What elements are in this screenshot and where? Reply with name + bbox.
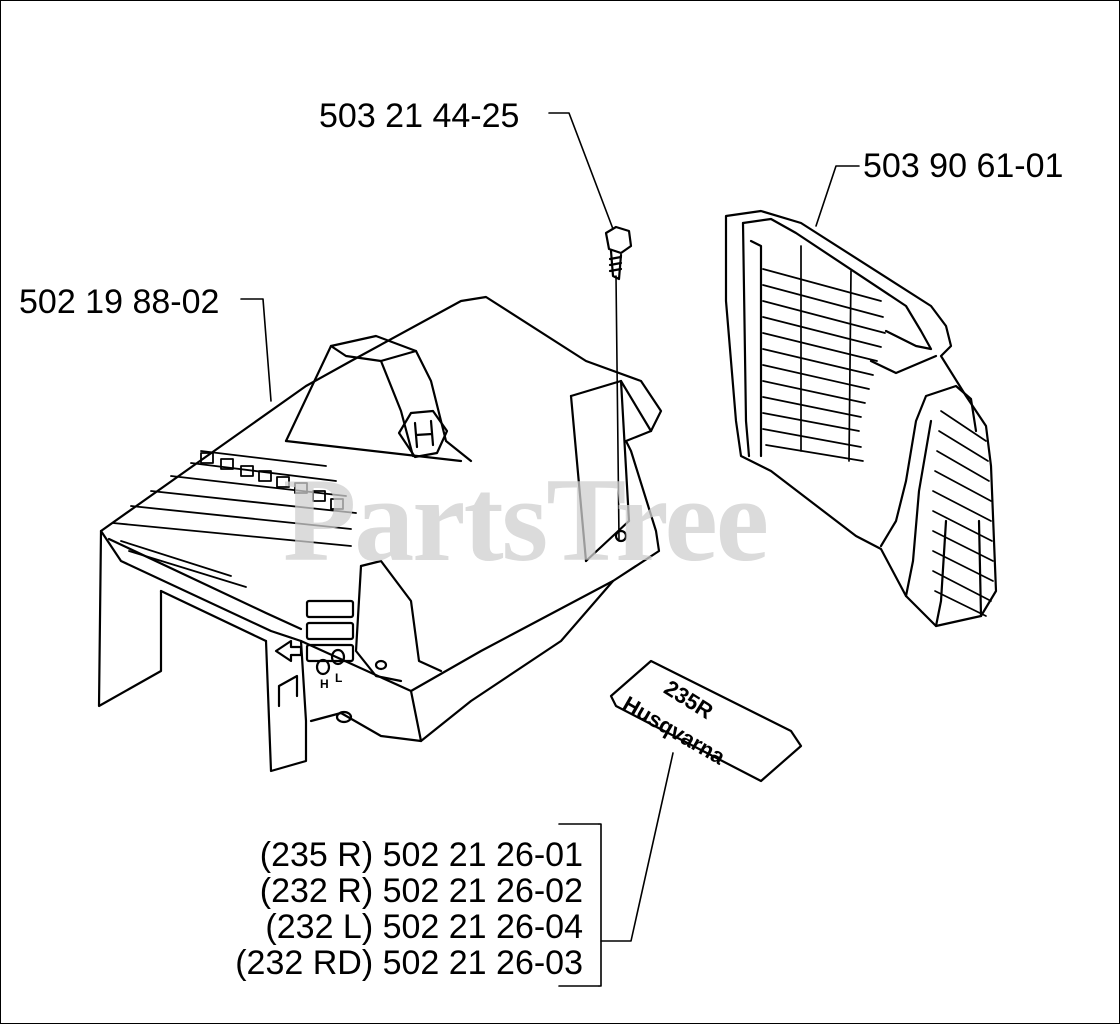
- part-label-screw: 503 21 44-25: [319, 97, 520, 135]
- cylinder-cover: [97, 295, 663, 773]
- mark-l: L: [335, 671, 343, 685]
- decal-variant-232rd: (232 RD) 502 21 26-03: [235, 944, 583, 982]
- decal-variant-235r: (235 R) 502 21 26-01: [259, 836, 583, 874]
- leader-lines: [240, 112, 860, 987]
- decal-variant-list: (235 R) 502 21 26-01 (232 R) 502 21 26-0…: [235, 837, 583, 981]
- mark-h: H: [320, 677, 329, 691]
- watermark: PartsTree: [283, 453, 769, 586]
- model-decal: [609, 659, 803, 783]
- decal-variant-232r: (232 R) 502 21 26-02: [259, 872, 583, 910]
- air-intake-grille: [724, 209, 998, 628]
- part-label-grille: 503 90 61-01: [863, 147, 1064, 185]
- part-label-cover: 502 19 88-02: [19, 283, 220, 321]
- decal-variant-232l: (232 L) 502 21 26-04: [265, 908, 583, 946]
- screw: [604, 225, 633, 281]
